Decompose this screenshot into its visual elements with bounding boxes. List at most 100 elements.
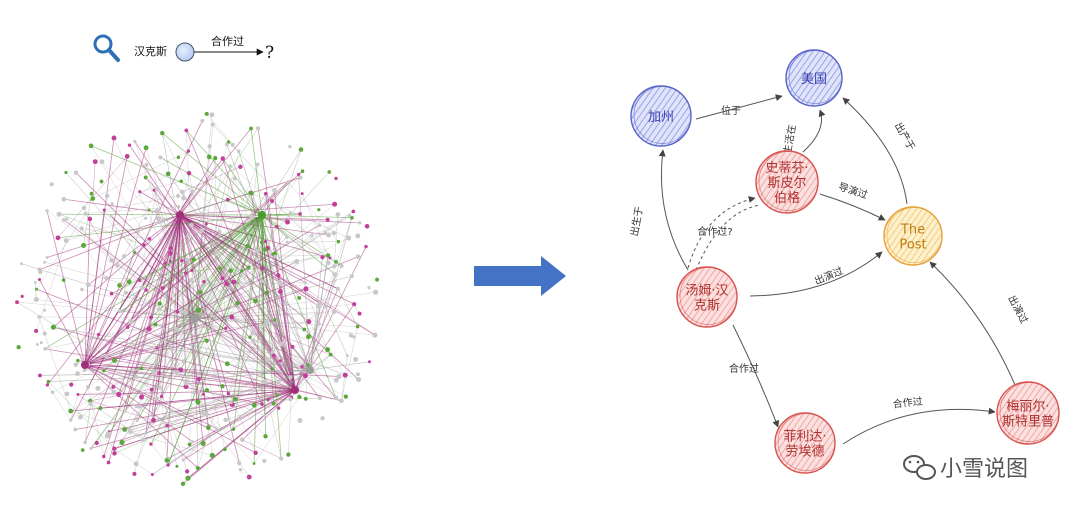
network-node bbox=[111, 357, 118, 363]
network-edge bbox=[44, 262, 147, 291]
network-node bbox=[185, 374, 189, 379]
network-node bbox=[355, 324, 360, 329]
network-edge bbox=[228, 288, 256, 302]
network-edge bbox=[58, 214, 145, 246]
query-relation-label: 合作过 bbox=[211, 34, 244, 48]
network-node bbox=[275, 224, 279, 229]
network-node bbox=[278, 289, 283, 294]
network-edge bbox=[114, 413, 207, 454]
network-node bbox=[255, 248, 259, 252]
network-edge bbox=[287, 181, 339, 242]
network-edge bbox=[100, 389, 296, 409]
network-node bbox=[264, 239, 268, 244]
kg-edge-label: 合作过 bbox=[729, 362, 759, 375]
network-node bbox=[157, 371, 161, 375]
network-node bbox=[207, 144, 212, 149]
network-edge bbox=[87, 386, 105, 457]
network-node bbox=[278, 341, 284, 347]
network-edge bbox=[179, 214, 282, 284]
network-edge bbox=[34, 282, 37, 300]
network-edge bbox=[194, 211, 354, 319]
network-node bbox=[336, 239, 341, 244]
network-edge bbox=[212, 124, 275, 191]
kg-edge-line bbox=[658, 149, 689, 271]
network-edge bbox=[200, 213, 282, 284]
network-edge bbox=[90, 400, 154, 421]
network-edge bbox=[70, 368, 142, 412]
network-node bbox=[80, 287, 84, 292]
network-edge bbox=[90, 403, 152, 445]
network-node bbox=[285, 240, 289, 244]
kg-edge-line bbox=[695, 94, 783, 120]
network-edge bbox=[228, 368, 273, 394]
network-node bbox=[37, 315, 41, 319]
network-node bbox=[240, 437, 245, 443]
network-node bbox=[45, 383, 50, 387]
network-node bbox=[342, 372, 348, 378]
network-node bbox=[355, 372, 360, 377]
network-node bbox=[272, 318, 277, 322]
network-edge bbox=[130, 382, 187, 433]
network-node bbox=[201, 411, 205, 416]
network-node bbox=[33, 280, 37, 284]
network-node bbox=[220, 276, 225, 281]
network-node bbox=[104, 354, 109, 359]
network-node bbox=[325, 260, 331, 266]
kg-edge-label: 导演过 bbox=[837, 180, 870, 202]
network-node bbox=[76, 393, 80, 396]
network-node bbox=[355, 254, 361, 260]
network-node bbox=[81, 205, 87, 211]
network-node bbox=[182, 309, 188, 315]
network-node bbox=[176, 155, 181, 160]
network-node bbox=[355, 233, 361, 239]
network-edge bbox=[309, 306, 320, 371]
network-edge bbox=[194, 317, 226, 450]
kg-node-label: 菲利达·劳埃德 bbox=[783, 430, 826, 460]
network-node bbox=[20, 262, 23, 266]
network-edge bbox=[231, 316, 311, 371]
network-edge bbox=[216, 214, 263, 253]
network-node bbox=[166, 463, 170, 467]
network-edge bbox=[121, 393, 204, 443]
network-edge bbox=[242, 439, 282, 459]
kg-edge-label: 合作过 bbox=[892, 394, 923, 410]
network-edge bbox=[84, 120, 203, 366]
network-edge bbox=[170, 230, 202, 254]
network-edge bbox=[183, 268, 221, 362]
kg-node-outline bbox=[633, 86, 692, 144]
network-edge bbox=[77, 389, 296, 395]
network-edge bbox=[267, 149, 302, 249]
network-edge bbox=[161, 214, 181, 397]
network-node bbox=[218, 266, 222, 270]
network-node bbox=[150, 472, 154, 477]
network-node bbox=[104, 275, 109, 280]
network-node bbox=[317, 312, 321, 316]
network-edge bbox=[151, 361, 184, 390]
network-node bbox=[68, 408, 74, 414]
network-node bbox=[303, 286, 309, 292]
network-edge bbox=[151, 317, 196, 319]
network-node bbox=[135, 418, 139, 423]
network-edge bbox=[16, 301, 107, 357]
network-edge bbox=[90, 389, 296, 449]
network-node bbox=[351, 209, 356, 214]
network-node bbox=[368, 360, 371, 364]
network-edge bbox=[309, 354, 331, 371]
network-node bbox=[99, 159, 105, 165]
network-node bbox=[237, 461, 242, 466]
network-node bbox=[262, 414, 267, 418]
network-node bbox=[250, 233, 254, 237]
network-edge bbox=[181, 191, 234, 283]
network-edge bbox=[39, 279, 86, 366]
network-node bbox=[142, 243, 146, 247]
network-node bbox=[89, 191, 94, 196]
network-edge bbox=[250, 192, 282, 284]
kg-node-label: 汤姆·汉克斯 bbox=[685, 284, 728, 314]
network-edge bbox=[114, 448, 153, 475]
network-node bbox=[213, 155, 218, 161]
network-edge bbox=[134, 439, 144, 474]
network-node bbox=[88, 143, 94, 149]
network-node bbox=[101, 369, 106, 373]
network-node bbox=[209, 112, 215, 118]
